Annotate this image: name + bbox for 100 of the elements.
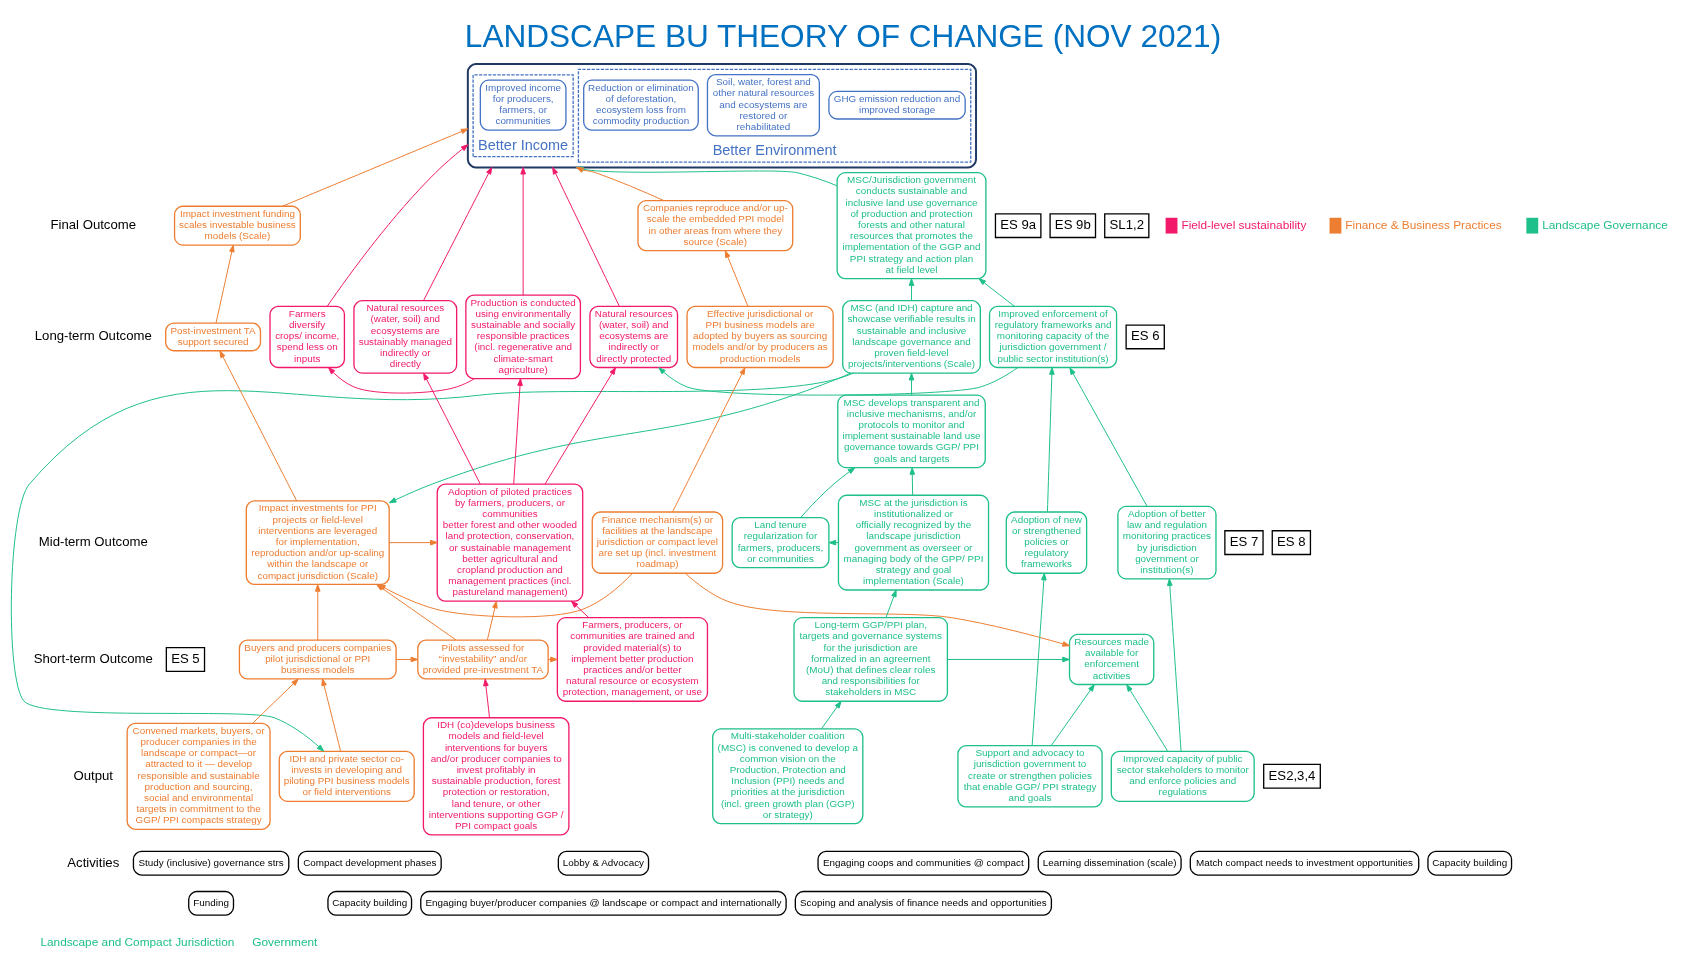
node-box: Production is conducted using environmentally sustainable and socially responsible practices (incl. regenerative and climate-smart agriculture)	[465, 293, 582, 379]
arrow	[658, 366, 1019, 396]
arrow	[423, 166, 493, 301]
node-box: IDH (co)develops business models and field-level interventions for buyers and/or producer companies to invest profitably in sustainable production, forest protection or restoration, land tenure, or other interventions supporting GGP / PPI compact goals	[422, 716, 570, 836]
arrow	[513, 377, 523, 484]
node-box: Learning dissemination (scale)	[1037, 850, 1182, 876]
legend-label: Field-level sustainability	[1181, 217, 1307, 232]
arrow	[1126, 683, 1169, 752]
arrow	[672, 366, 746, 512]
label: Short-term Outcome	[33, 650, 153, 666]
node-box: GHG emission reduction and improved storage	[828, 90, 966, 120]
legend-label: Landscape Governance	[1542, 217, 1668, 232]
arrow	[800, 466, 856, 518]
arrow	[314, 583, 321, 640]
arrow	[946, 656, 1070, 662]
node-box: MSC/Jurisdiction government conducts sustainable and inclusive land use governance of production and protection forests and other natural resources that promotes the implementation of the GGP and PPI strategy and action plan at field level	[836, 171, 987, 279]
node-box: ES 7	[1224, 529, 1264, 555]
label: Activities	[67, 854, 120, 869]
label: Landscape and Compact Jurisdiction	[40, 934, 235, 949]
arrow	[1167, 577, 1182, 752]
node-box: Effective jurisdictional or PPI business models are adopted by buyers as sourcing models and/or by producers as production models	[686, 305, 834, 368]
arrow	[328, 366, 475, 394]
node-box: Farmers diversify crops/ income, spend less on inputs	[269, 305, 346, 368]
label: Final Outcome	[50, 216, 137, 232]
node-box: Improved capacity of public sector stakeholders to monitor and enforce policies and regulations	[1110, 750, 1255, 802]
label: Long-term Outcome	[34, 327, 152, 343]
node-box: Finance mechanism(s) or facilities at the landscape jurisdiction or compact level are set up (incl. investment roadmap)	[591, 510, 724, 574]
node-box: Adoption of better law and regulation monitoring practices by jurisdiction government or institution(s)	[1117, 505, 1217, 579]
node-box: Scoping and analysis of finance needs and opportunities	[794, 890, 1053, 916]
node-box: Funding	[188, 890, 235, 916]
arrow	[885, 589, 897, 618]
arrow	[520, 166, 526, 296]
node-box: Lobby & Advocacy	[557, 850, 650, 876]
node-box: Natural resources (water, soil) and ecosystems are sustainably managed indirectly or directly	[353, 299, 458, 374]
label: Output	[73, 767, 114, 783]
node-box: Improved enforcement of regulatory frameworks and monitoring capacity of the jurisdiction government / public sector institution(s)	[988, 305, 1118, 368]
arrow	[724, 249, 749, 307]
arrow	[570, 600, 590, 618]
arrow	[1046, 366, 1055, 512]
node-box: IDH and private sector co-invests in developing and piloting PPI business models or field interventions	[278, 750, 415, 802]
arrow	[10, 372, 854, 752]
node-box: Improved income for producers, farmers, or communities	[479, 79, 567, 131]
arrow	[1069, 366, 1148, 507]
node-box: Pilots assessed for “investability” and/or provided pre-investment TA	[417, 638, 549, 680]
arrow	[1031, 572, 1047, 746]
arrow	[215, 244, 235, 323]
node-box: Convened markets, buyers, or producer companies in the landscape or compact—or attracted to it — develop responsible and sustainable production and sourcing, social and environmental targets in commitment to the GGP/ PPI compacts strategy	[126, 722, 271, 830]
arrow	[820, 700, 842, 729]
node-box: Capacity building	[1427, 850, 1513, 876]
node-box: ES 8	[1271, 529, 1312, 555]
label: Mid-term Outcome	[38, 533, 148, 549]
arrow	[395, 656, 419, 662]
node-box: Post-investment TA support secured	[165, 321, 262, 351]
arrow	[684, 572, 1070, 647]
node-box: Impact investments for PPI projects or field-level interventions are leveraged for implementation, reproduction and/or up-scaling within the landscape or compact jurisdiction (Scale)	[245, 499, 390, 585]
node-box: Soil, water, forest and other natural resources and ecosystems are restored or rehabilitated	[706, 73, 820, 136]
arrow	[1050, 683, 1095, 746]
arrow	[483, 678, 491, 718]
diagram-title: LANDSCAPE BU THEORY OF CHANGE (NOV 2021)	[464, 17, 1222, 54]
arrow	[423, 372, 481, 484]
node-box: ES2,3,4	[1263, 763, 1321, 789]
node-box: Land tenure regularization for farmers, producers, or communities	[731, 516, 830, 568]
node-box: Adoption of piloted practices by farmers, producers, or communities better forest and other wooded land protection, conservation, or sustainable management better agricultural and cropland production and management practices (incl. pastureland management)	[436, 482, 584, 602]
node-box: ES 9a	[994, 212, 1042, 238]
node-box: Impact investment funding scales investable business models (Scale)	[173, 205, 301, 246]
node-box: Capacity building	[327, 890, 413, 916]
node-box: Farmers, producers, or communities are trained and provided material(s) to implement better production practices and/or better natural resource or ecosystem protection, management, or use	[556, 616, 709, 702]
arrow	[219, 349, 298, 501]
node-box: ES 9b	[1049, 212, 1097, 238]
arrow	[388, 372, 852, 503]
arrow	[326, 143, 469, 307]
arrow	[252, 678, 299, 724]
node-box: MSC (and IDH) capture and showcase verifiable results in sustainable and inclusive landscape governance and proven field-level projects/interventions (Scale)	[842, 299, 981, 374]
node-box: Engaging coops and communities @ compact	[817, 850, 1030, 876]
node-box: Long-term GGP/PPI plan, targets and governance systems for the jurisdiction are formalized in an agreement (MoU) that defines clear roles and responsibilities for stakeholders in MSC	[793, 616, 949, 702]
arrow	[388, 539, 438, 545]
node-box: Natural resources (water, soil) and ecosystems are indirectly or directly protected	[589, 305, 679, 368]
arrow	[282, 127, 469, 207]
node-box: Reduction or elimination of deforestation, ecosystem loss from commodity production	[583, 79, 699, 131]
arrow	[321, 677, 342, 752]
label: Government	[252, 934, 318, 949]
arrow	[908, 372, 915, 395]
cluster	[466, 62, 977, 168]
legend-label: Finance & Business Practices	[1345, 217, 1502, 232]
arrow	[909, 466, 916, 495]
node-box: SL1,2	[1104, 212, 1150, 238]
arrow	[486, 600, 498, 640]
arrow	[547, 656, 558, 662]
node-box: MSC develops transparent and inclusive mechanisms, and/or protocols to monitor and implement sustainable land use governance towards GGP/ PPI goals and targets	[837, 394, 986, 468]
node-box: Multi-stakeholder coalition (MSC) is convened to develop a common vision on the Production, Protection and Inclusion (PPI) needs and priorities at the jurisdiction (incl. green growth plan (GGP) or strategy)	[712, 727, 864, 824]
arrow	[544, 366, 616, 484]
node-box: Resources made available for enforcement activities	[1068, 633, 1155, 685]
node-box: Match compact needs to investment opportunities	[1189, 850, 1420, 876]
node-box: Companies reproduce and/or up-scale the embedded PPI model in other areas from where they source (Scale)	[637, 199, 794, 251]
node-box: Engaging buyer/producer companies @ landscape or compact and internationally	[420, 890, 787, 916]
node-box: ES 6	[1125, 323, 1165, 349]
node-box: Support and advocacy to jurisdiction government to create or strengthen policies that enable GGP/ PPI strategy and goals	[957, 744, 1103, 808]
node-box: Study (inclusive) governance strs	[132, 850, 290, 876]
node-box: Adoption of new or strengthened policies or regulatory frameworks	[1005, 510, 1088, 574]
arrow	[978, 277, 1015, 307]
